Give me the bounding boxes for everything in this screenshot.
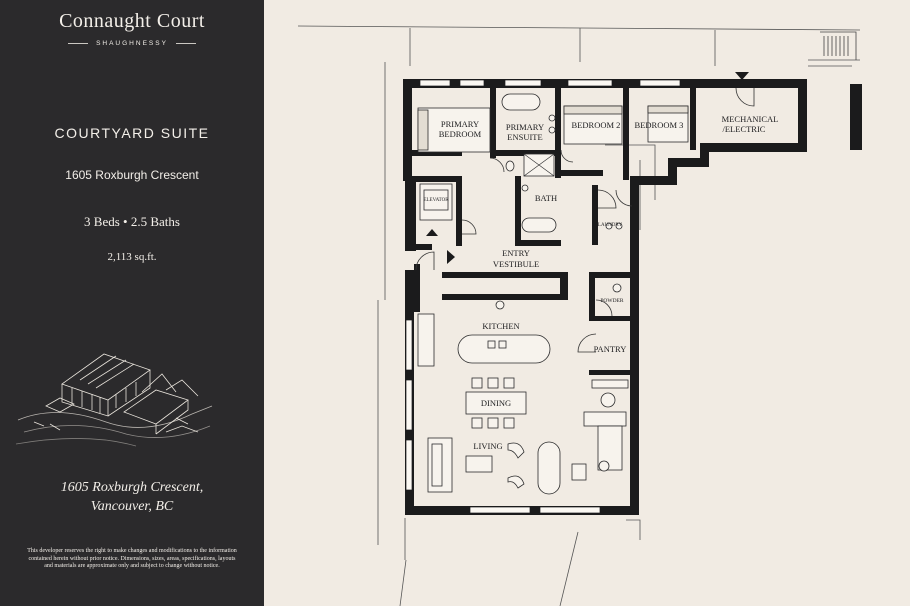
- kitchen-island-icon: [457, 334, 551, 364]
- floor-plan: PRIMARY BEDROOM PRIMARY ENSUITE BEDROOM …: [297, 25, 862, 606]
- toilet-icon: [505, 160, 515, 172]
- label-elevator: ELEVATOR: [423, 198, 449, 203]
- building-sketch-illustration: [16, 353, 213, 447]
- label-entry-2: VESTIBULE: [493, 259, 539, 269]
- label-dining: DINING: [481, 398, 511, 408]
- door-swings: [415, 87, 755, 353]
- brand-title: Connaught Court: [59, 10, 205, 32]
- room-labels: PRIMARY BEDROOM PRIMARY ENSUITE BEDROOM …: [423, 114, 778, 451]
- bath-tub-icon: [521, 217, 557, 233]
- brand-rule-right: [175, 43, 196, 44]
- location-line-2: Vancouver, BC: [90, 499, 174, 514]
- label-bedroom-3: BEDROOM 3: [635, 120, 684, 130]
- primary-bed-icon: [417, 107, 491, 153]
- location-line-1: 1605 Roxburgh Crescent,: [60, 480, 204, 495]
- tub-icon: [501, 93, 541, 111]
- brand-rule-left: [68, 43, 89, 44]
- furniture: [417, 93, 689, 495]
- entry-arrow-icon: [735, 72, 749, 80]
- label-pantry: PANTRY: [594, 344, 627, 354]
- exterior-stair-icon: [820, 31, 857, 60]
- sidebar: Connaught Court SHAUGHNESSY COURTYARD SU…: [0, 0, 264, 606]
- label-powder: POWDER: [600, 298, 624, 304]
- desk-icon: [583, 411, 627, 427]
- label-kitchen: KITCHEN: [482, 321, 519, 331]
- brand-subtitle-text: SHAUGHNESSY: [96, 40, 168, 47]
- suite-entry-arrow-icon: [447, 250, 455, 264]
- coffee-table-icon: [465, 455, 493, 473]
- label-mechanical-2: /ELECTRIC: [723, 124, 766, 134]
- suite-address: 1605 Roxburgh Crescent: [65, 168, 199, 182]
- label-primary-ensuite-1: PRIMARY: [506, 122, 544, 132]
- brand-subtitle: SHAUGHNESSY: [0, 40, 264, 47]
- round-table-icon: [537, 441, 561, 495]
- label-laundry: LAUNDRY: [598, 223, 623, 228]
- label-entry-1: ENTRY: [502, 248, 530, 258]
- elevator-arrow-icon: [426, 229, 438, 236]
- disclaimer-text: This developer reserves the right to mak…: [27, 548, 237, 570]
- label-bath: BATH: [535, 193, 557, 203]
- label-mechanical-1: MECHANICAL: [722, 114, 779, 124]
- label-primary-bedroom-2: BEDROOM: [439, 129, 482, 139]
- label-primary-ensuite-2: ENSUITE: [507, 132, 542, 142]
- suite-title: COURTYARD SUITE: [54, 125, 210, 141]
- suite-area: 2,113 sq.ft.: [107, 251, 157, 263]
- kitchen-counter-icon: [417, 313, 435, 367]
- beds-baths: 3 Beds • 2.5 Baths: [84, 214, 180, 229]
- label-primary-bedroom-1: PRIMARY: [441, 119, 479, 129]
- windows: [405, 79, 681, 514]
- label-bedroom-2: BEDROOM 2: [572, 120, 621, 130]
- dining-table-icon: [465, 391, 527, 415]
- interior-walls: [412, 88, 696, 375]
- label-living: LIVING: [473, 441, 502, 451]
- location-block: 1605 Roxburgh Crescent, Vancouver, BC: [0, 478, 264, 516]
